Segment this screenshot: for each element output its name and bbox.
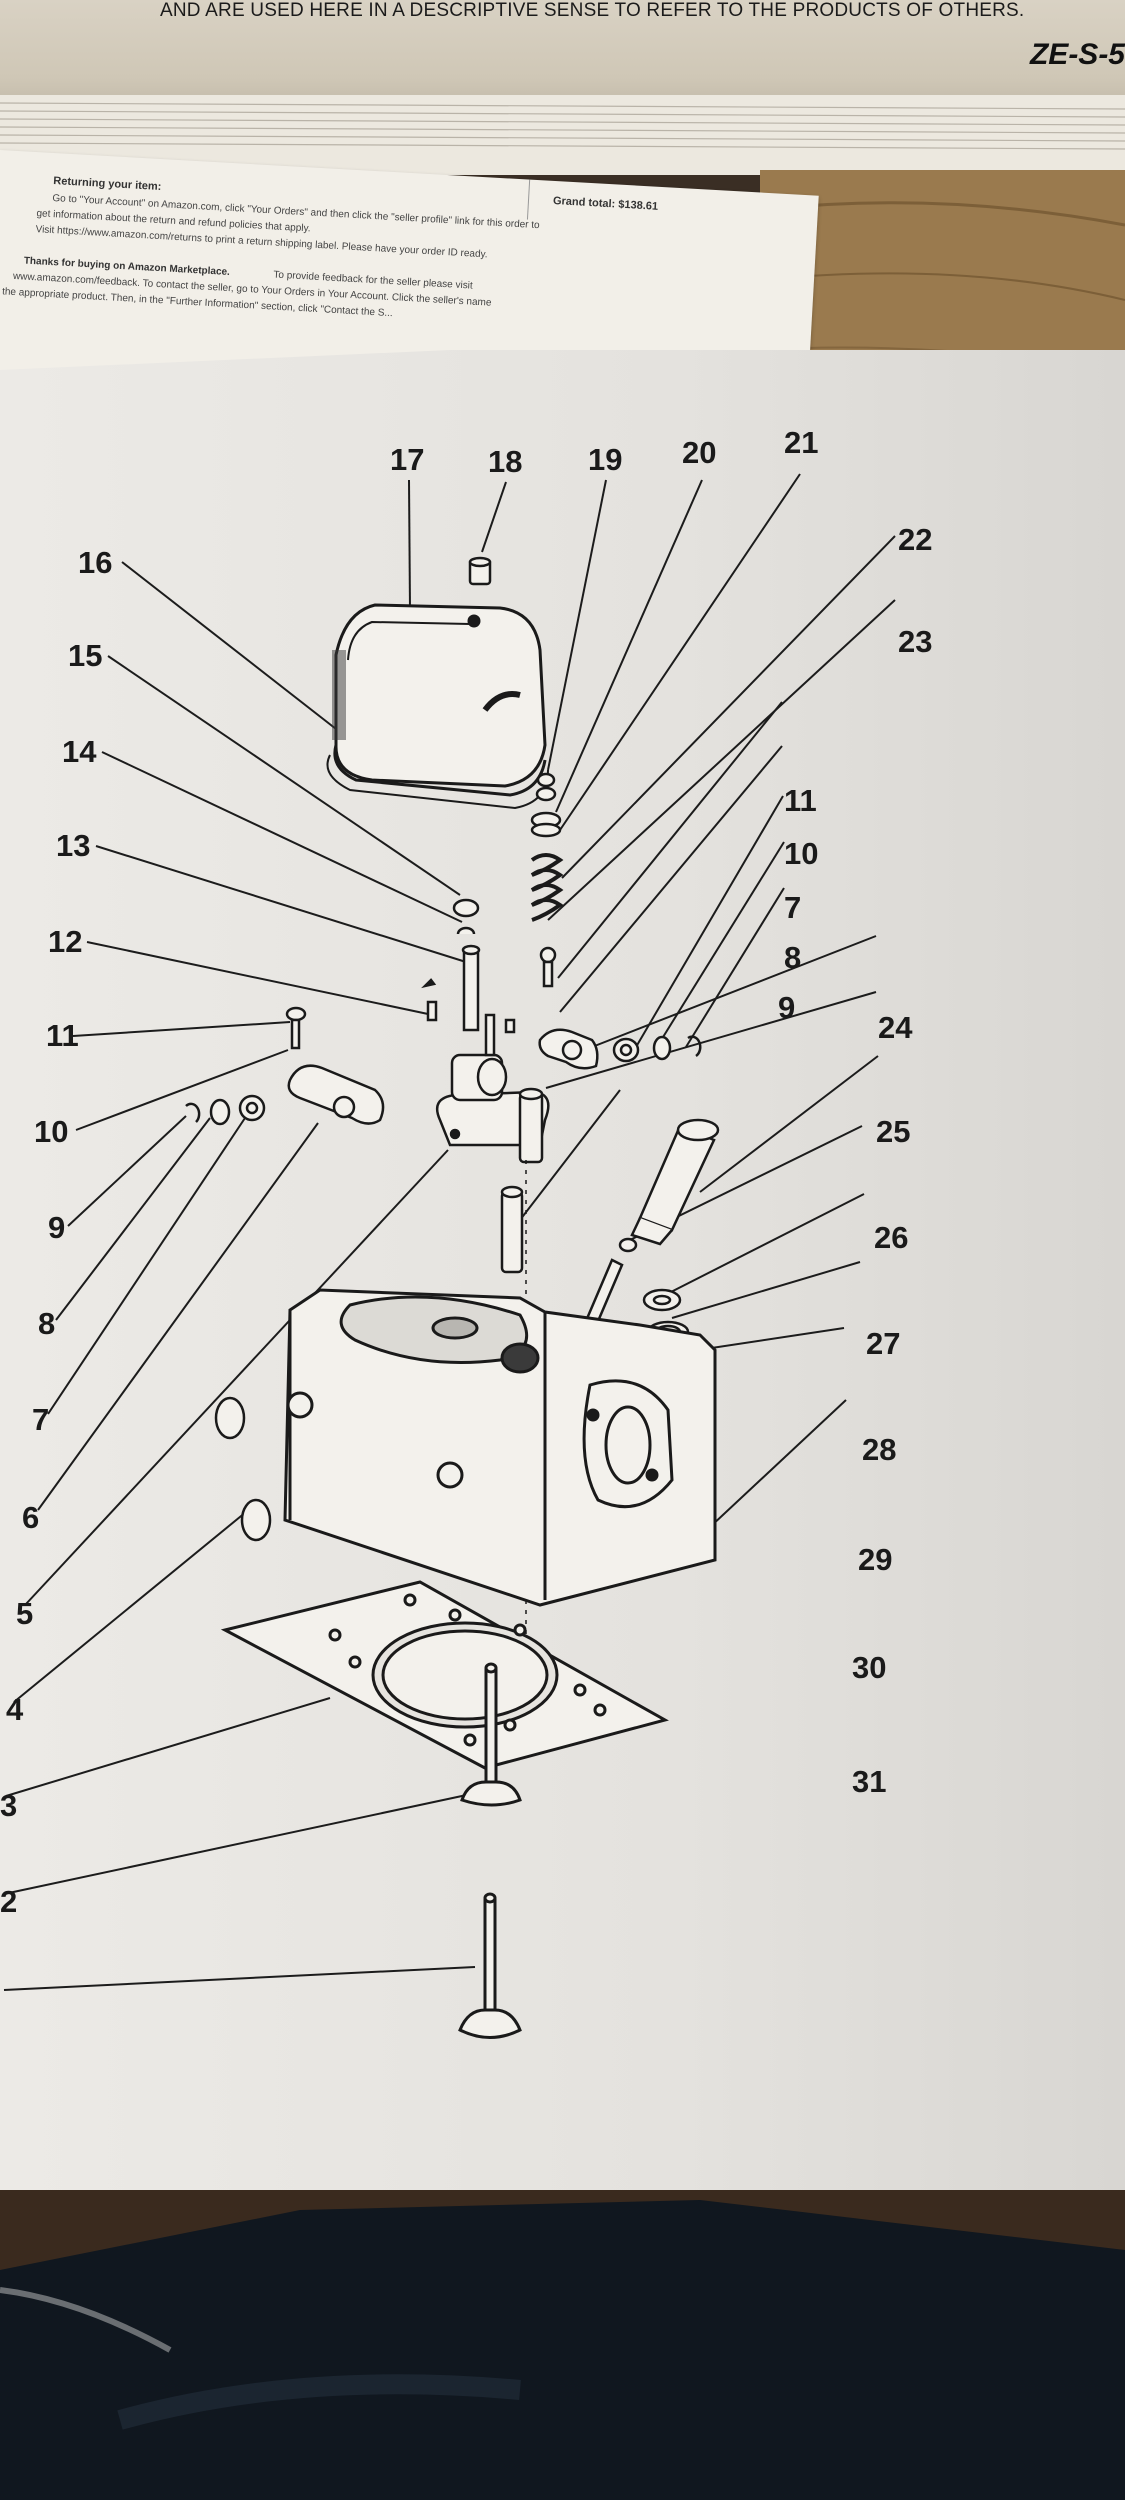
callout-18: 18 xyxy=(488,444,523,479)
spring-retainer-left xyxy=(421,898,481,1032)
callout-16: 16 xyxy=(78,545,113,580)
rocker-arm-right xyxy=(538,1028,702,1070)
callout-13: 13 xyxy=(56,828,91,863)
nut-18 xyxy=(468,556,492,586)
callout-9-right: 9 xyxy=(778,990,796,1025)
parts-diagram-page xyxy=(0,350,1125,2380)
callout-23: 23 xyxy=(898,624,933,659)
callout-4: 4 xyxy=(6,1692,24,1727)
receipt-grand-total: Grand total: $138.61 xyxy=(552,194,659,213)
corner-code: ZE-S-5 xyxy=(1029,38,1125,71)
rocker-cover xyxy=(326,603,549,810)
top-caption: AND ARE USED HERE IN A DESCRIPTIVE SENSE… xyxy=(160,0,1025,21)
callout-28: 28 xyxy=(862,1432,897,1467)
valve-spring-assembly xyxy=(530,772,564,988)
callout-17: 17 xyxy=(390,442,425,477)
callout-31: 31 xyxy=(852,1764,887,1799)
cylinder-head-31 xyxy=(283,1288,717,1607)
callout-14: 14 xyxy=(62,734,97,769)
callout-25: 25 xyxy=(876,1114,911,1149)
callout-29: 29 xyxy=(858,1542,893,1577)
callout-8-left: 8 xyxy=(38,1306,56,1341)
callout-6: 6 xyxy=(22,1500,40,1535)
injector-26 xyxy=(618,1118,720,1253)
callout-7-left: 7 xyxy=(32,1402,50,1437)
valves xyxy=(458,1662,522,2039)
callout-26: 26 xyxy=(874,1220,909,1255)
callout-8-right: 8 xyxy=(784,940,802,975)
callout-9-left: 9 xyxy=(48,1210,66,1245)
dark-cloth-background xyxy=(0,2190,1125,2500)
o-rings-left xyxy=(214,1396,272,1542)
callout-30: 30 xyxy=(852,1650,887,1685)
callout-11-left: 11 xyxy=(46,1018,79,1053)
leader-lines xyxy=(3,473,896,1991)
callout-27: 27 xyxy=(866,1326,901,1361)
rocker-arm-left xyxy=(185,1006,385,1126)
callout-24: 24 xyxy=(878,1010,913,1045)
callout-3: 3 xyxy=(0,1788,18,1823)
callout-20: 20 xyxy=(682,435,717,470)
callout-2: 2 xyxy=(0,1884,18,1919)
receipt-returning-heading: Returning your item: xyxy=(53,175,162,194)
callout-19: 19 xyxy=(588,442,623,477)
callout-10-right: 10 xyxy=(784,836,819,871)
callout-12: 12 xyxy=(48,924,83,959)
callout-15: 15 xyxy=(68,638,103,673)
callout-5: 5 xyxy=(16,1596,34,1631)
push-rod-tubes xyxy=(500,1087,544,1650)
head-gasket xyxy=(220,1580,669,1770)
callout-22: 22 xyxy=(898,522,933,557)
callout-11-right: 11 xyxy=(784,783,817,818)
callout-10-left: 10 xyxy=(34,1114,69,1149)
callout-7-right: 7 xyxy=(784,890,802,925)
callout-21: 21 xyxy=(784,425,819,460)
